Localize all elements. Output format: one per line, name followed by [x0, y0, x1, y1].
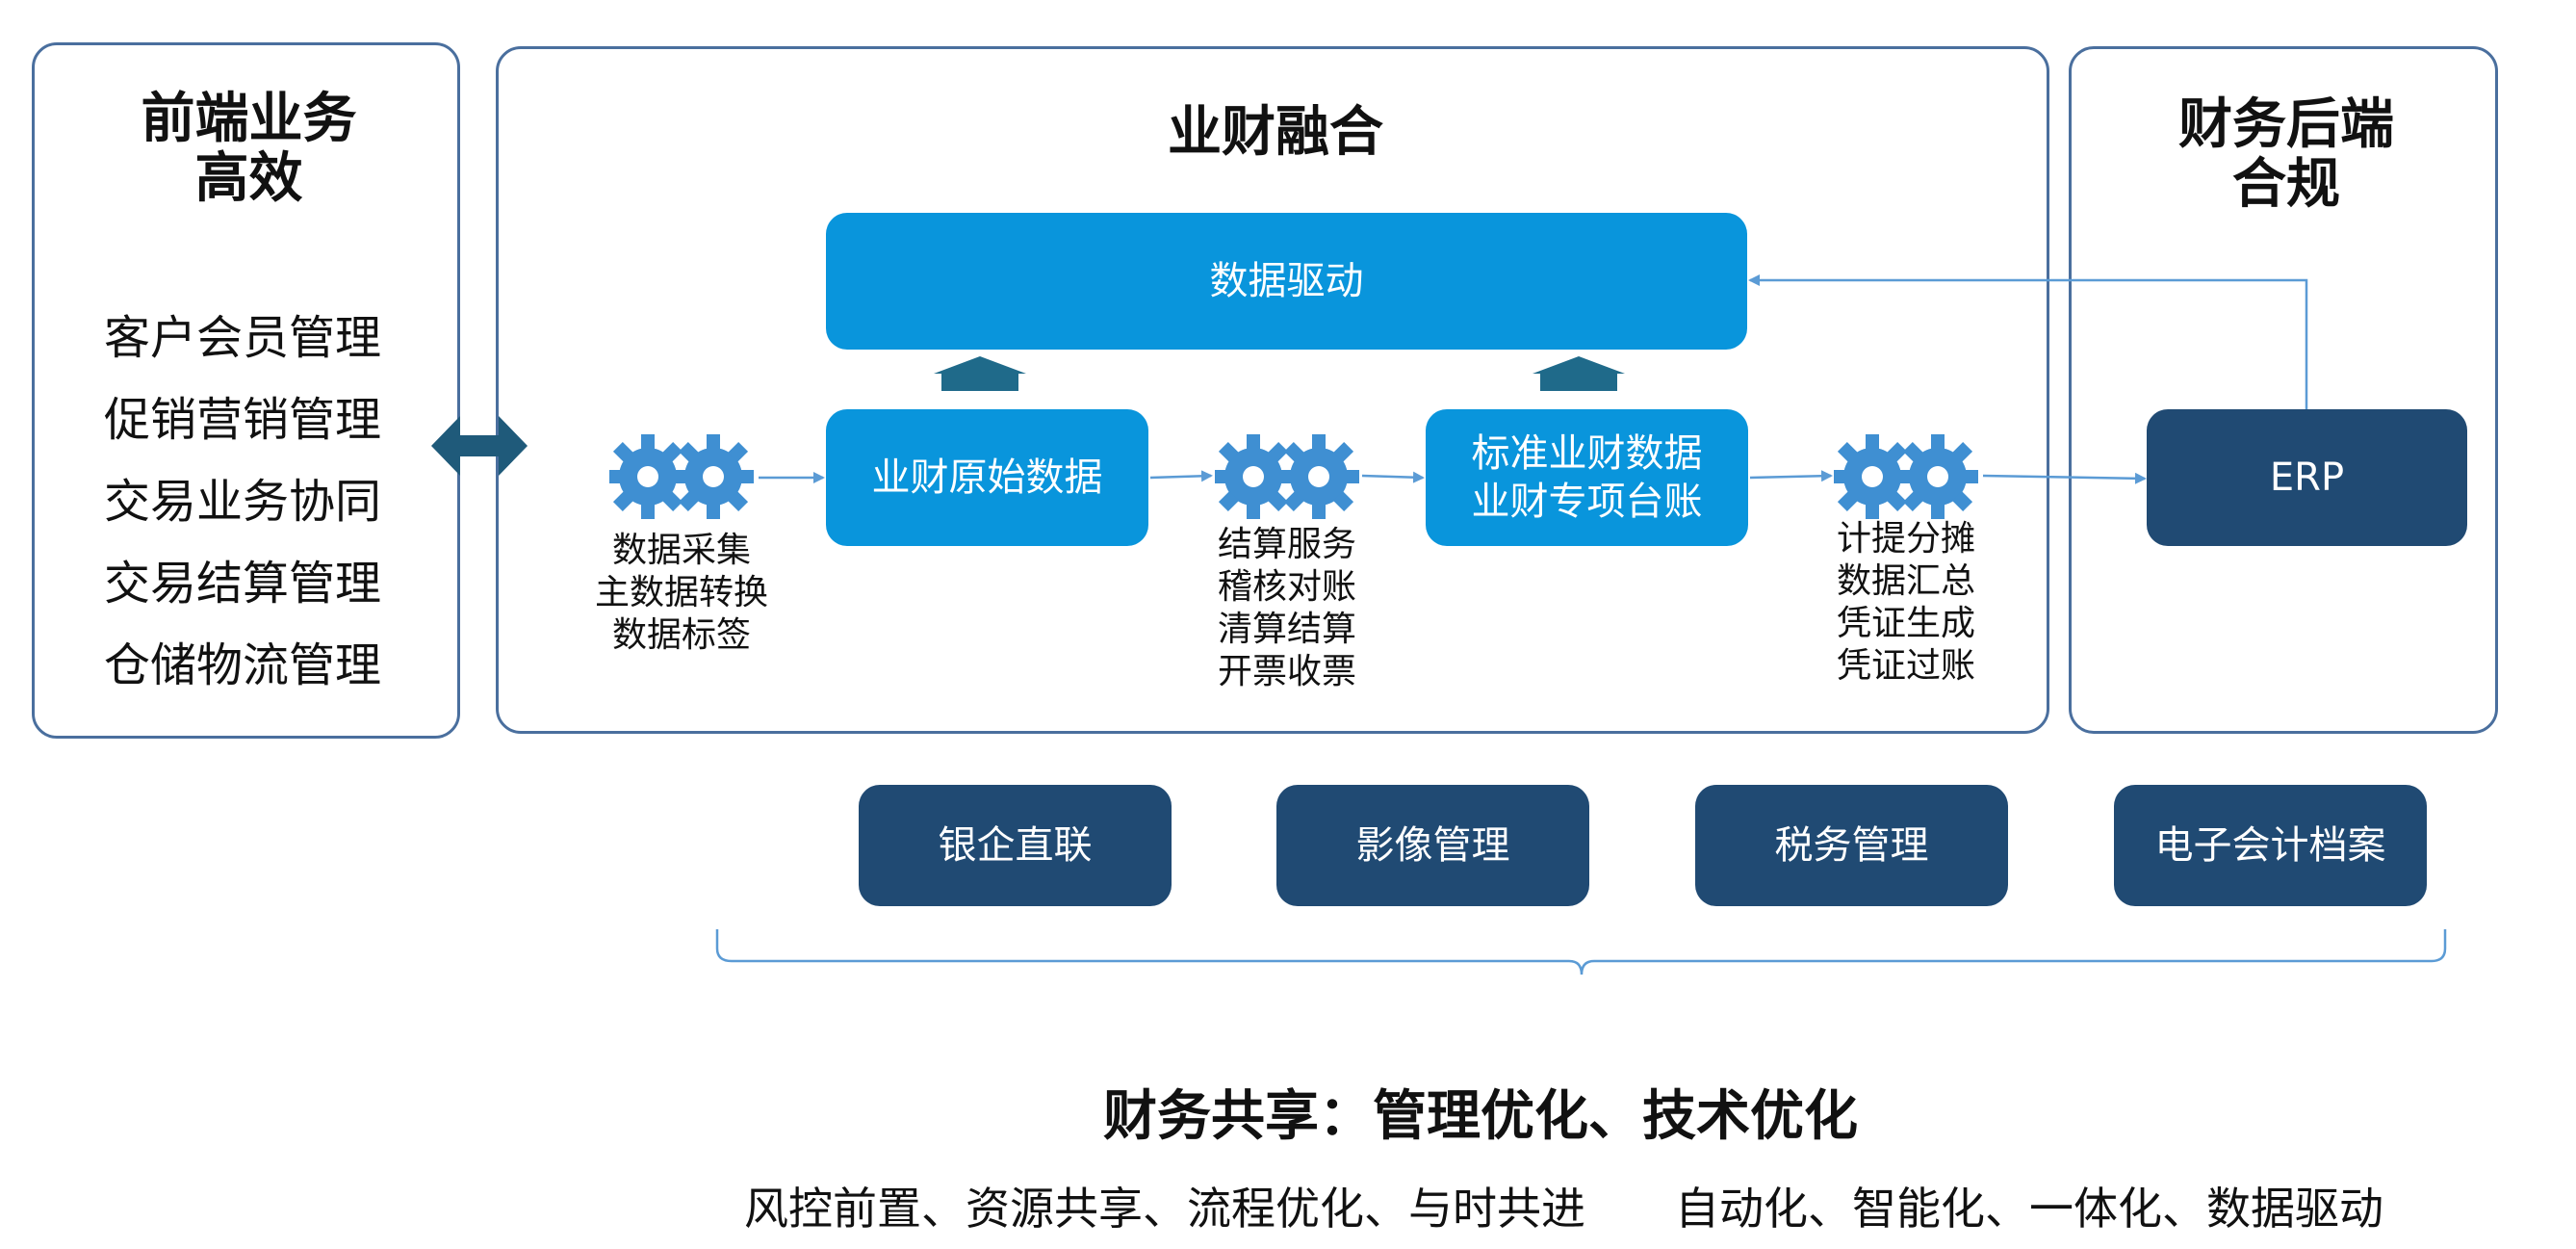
- step-labels-collect: 数据采集 主数据转换 数据标签: [585, 530, 778, 657]
- gear-icon: [609, 434, 754, 519]
- data-driven-box: 数据驱动: [826, 213, 1747, 350]
- standard-data-box: 标准业财数据 业财专项台账: [1426, 409, 1748, 546]
- flow-arrow: [1749, 470, 1833, 482]
- management-optimization-text: 风控前置、资源共享、流程优化、与时共进: [744, 1183, 1585, 1235]
- step-label: 凭证生成: [1836, 604, 1975, 643]
- double-arrow-icon: [431, 416, 528, 476]
- step-label: 计提分摊: [1836, 519, 1975, 559]
- front-business-panel: 前端业务 高效 客户会员管理 促销营销管理 交易业务协同 交易结算管理 仓储物流…: [32, 42, 460, 739]
- step-labels-settle: 结算服务 稽核对账 清算结算 开票收票: [1191, 524, 1383, 693]
- erp-feedback-arrow: [1748, 274, 2308, 409]
- gear-icon: [1834, 434, 1978, 519]
- step-label: 凭证过账: [1836, 646, 1975, 686]
- standard-data-label: 标准业财数据 业财专项台账: [1471, 431, 1703, 524]
- list-item: 交易结算管理: [104, 557, 382, 611]
- image-management-box: 影像管理: [1276, 785, 1589, 906]
- gear-icon: [1215, 434, 1359, 519]
- up-arrow-icon: [1533, 356, 1625, 391]
- up-arrow-icon: [934, 356, 1026, 391]
- step-label: 稽核对账: [1217, 567, 1356, 607]
- list-item: 促销营销管理: [104, 393, 382, 447]
- bank-enterprise-link-box: 银企直联: [859, 785, 1172, 906]
- step-label: 清算结算: [1217, 610, 1356, 649]
- service-label: 影像管理: [1355, 823, 1510, 868]
- step-label: 开票收票: [1217, 652, 1356, 691]
- bracket-brace: [715, 929, 2447, 976]
- service-label: 税务管理: [1774, 823, 1929, 868]
- shared-services-title: 财务共享：管理优化、技术优化: [1103, 1085, 1858, 1148]
- flow-arrow: [1982, 472, 2147, 484]
- technology-optimization-text: 自动化、智能化、一体化、数据驱动: [1675, 1183, 2383, 1235]
- raw-data-label: 业财原始数据: [871, 455, 1103, 500]
- business-finance-title: 业财融合: [1168, 101, 1383, 164]
- service-label: 银企直联: [938, 823, 1093, 868]
- finance-backend-panel: 财务后端 合规: [2069, 46, 2498, 734]
- step-labels-accrual: 计提分摊 数据汇总 凭证生成 凭证过账: [1810, 518, 2002, 688]
- erp-label: ERP: [2269, 455, 2345, 500]
- e-accounting-archive-box: 电子会计档案: [2114, 785, 2427, 906]
- flow-arrow: [1361, 471, 1425, 483]
- step-label: 数据采集: [611, 531, 751, 570]
- raw-data-box: 业财原始数据: [826, 409, 1148, 546]
- front-business-title: 前端业务 高效: [141, 88, 357, 210]
- tax-management-box: 税务管理: [1695, 785, 2008, 906]
- data-driven-label: 数据驱动: [1209, 259, 1364, 303]
- finance-backend-title: 财务后端 合规: [2178, 93, 2394, 216]
- step-label: 数据汇总: [1836, 561, 1975, 601]
- list-item: 客户会员管理: [104, 311, 382, 365]
- business-finance-panel: 业财融合: [496, 46, 2049, 734]
- step-label: 结算服务: [1217, 525, 1356, 564]
- step-label: 主数据转换: [594, 573, 768, 612]
- list-item: 仓储物流管理: [104, 638, 382, 692]
- service-label: 电子会计档案: [2154, 823, 2386, 868]
- front-business-list: 客户会员管理 促销营销管理 交易业务协同 交易结算管理 仓储物流管理: [104, 298, 381, 707]
- erp-box: ERP: [2147, 409, 2467, 546]
- list-item: 交易业务协同: [104, 475, 382, 529]
- step-label: 数据标签: [611, 615, 751, 655]
- flow-arrow: [1149, 470, 1213, 482]
